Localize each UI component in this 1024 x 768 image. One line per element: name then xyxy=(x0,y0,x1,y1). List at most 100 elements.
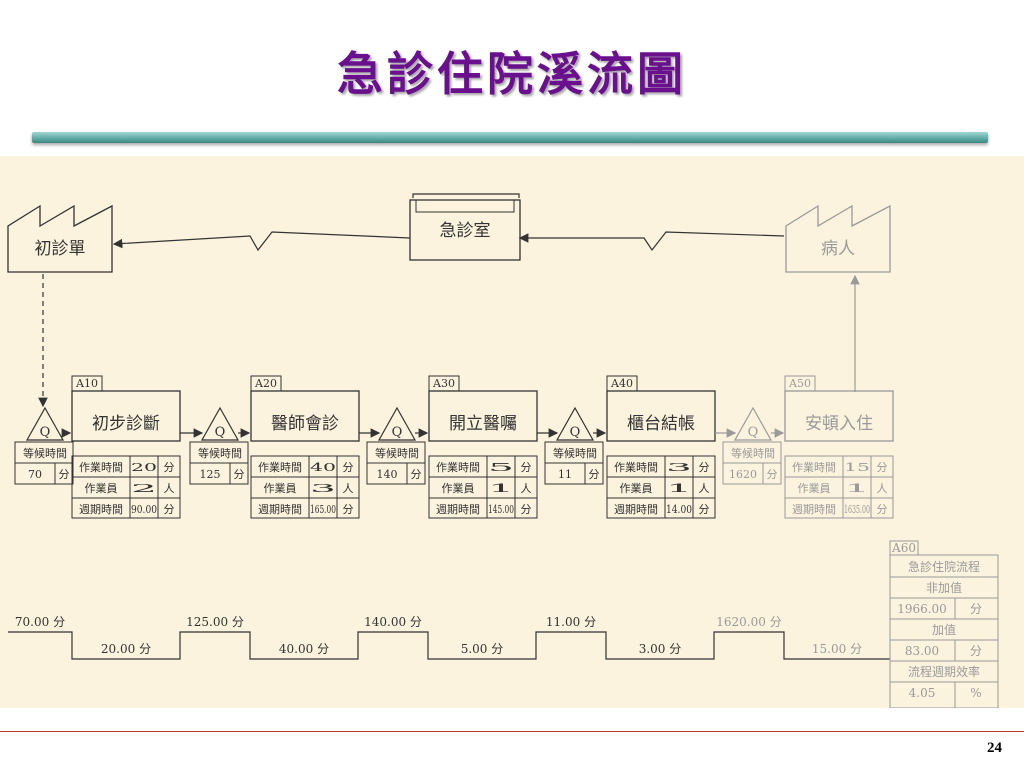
process-row-label: 作業員 xyxy=(442,482,475,495)
process-row-label: 作業員 xyxy=(620,482,653,495)
process-row-value: 90.00 xyxy=(131,503,157,516)
queue-triangle-icon xyxy=(555,406,595,441)
queue-symbol: Q xyxy=(570,425,581,440)
process-row-unit: 分 xyxy=(699,503,710,516)
queue-value: 140 xyxy=(377,468,398,481)
queue-triangle-icon xyxy=(200,406,240,441)
process-name: 開立醫囑 xyxy=(449,414,517,434)
title-underline xyxy=(32,132,988,143)
queue-5: Q 等候時間 1620 分 xyxy=(715,406,785,485)
process-row-label: 週期時間 xyxy=(79,503,123,516)
source-factory-left: 初診單 xyxy=(7,204,113,273)
footer-rule xyxy=(0,731,1024,732)
process-row-unit: 分 xyxy=(521,461,532,474)
control-center-label: 急診室 xyxy=(440,221,491,241)
process-row-value: 1 xyxy=(488,482,514,495)
process-row-unit: 分 xyxy=(343,503,354,516)
process-name: 櫃台結帳 xyxy=(627,414,695,434)
process-row-unit: 分 xyxy=(164,503,175,516)
wait-time-label: 11.00 分 xyxy=(546,615,596,629)
summary-efficiency: 4.05 xyxy=(909,686,936,700)
summary-text: A60 急診住院流程 非加值 1966.00 分 加值 83.00 分 流程週期… xyxy=(891,541,982,700)
process-row-label: 作業時間 xyxy=(614,461,658,474)
process-row-unit: 分 xyxy=(877,461,888,474)
process-time-label: 3.00 分 xyxy=(639,642,682,656)
info-flow-arrow-left xyxy=(112,231,411,252)
queue-label: 等候時間 xyxy=(375,446,419,460)
queue-triangle-icon xyxy=(25,406,65,441)
process-time-label: 20.00 分 xyxy=(101,642,151,656)
process-row-label: 作業員 xyxy=(798,482,831,495)
queue-value: 70 xyxy=(28,468,42,481)
page-title: 急診住院溪流圖 xyxy=(337,47,687,101)
summary-efficiency-unit: % xyxy=(970,686,981,700)
page-number: 24 xyxy=(987,740,1002,756)
process-row-label: 作業時間 xyxy=(792,461,836,474)
queue-value: 125 xyxy=(200,468,221,481)
process-row-unit: 分 xyxy=(877,503,888,516)
queue-unit: 分 xyxy=(767,468,778,481)
summary-id: A60 xyxy=(891,541,916,555)
queue-label: 等候時間 xyxy=(553,446,597,460)
process-time-label: 40.00 分 xyxy=(279,642,329,656)
summary-non-value-label: 非加值 xyxy=(926,580,962,595)
process-row-unit: 人 xyxy=(521,482,532,495)
wait-time-label: 1620.00 分 xyxy=(716,615,781,629)
process-row-value: 1 xyxy=(844,482,870,495)
queue-1: Q 等候時間 70 分 xyxy=(14,406,74,485)
queue-unit: 分 xyxy=(411,468,422,481)
queue-symbol: Q xyxy=(748,425,759,440)
process-row-value: 165.00 xyxy=(310,503,336,516)
process-row-value: 40 xyxy=(310,461,336,474)
process-row-value: 3 xyxy=(666,461,692,474)
queue-unit: 分 xyxy=(589,468,600,481)
wait-time-label: 70.00 分 xyxy=(15,615,65,629)
process-row-label: 作業員 xyxy=(85,482,118,495)
queue-label: 等候時間 xyxy=(731,446,775,460)
queue-unit: 分 xyxy=(59,468,70,481)
process-row-label: 作業時間 xyxy=(436,461,480,474)
process-row-value: 3 xyxy=(310,482,336,495)
process-row-label: 週期時間 xyxy=(436,503,480,516)
summary-box xyxy=(889,540,999,709)
process-name: 初步診斷 xyxy=(92,414,160,434)
process-row-label: 作業時間 xyxy=(258,461,302,474)
summary-non-value-unit: 分 xyxy=(970,602,982,616)
info-flow-arrow-right xyxy=(518,231,785,252)
process-time-label: 15.00 分 xyxy=(812,642,862,656)
control-center-box: 急診室 xyxy=(409,193,521,261)
process-row-unit: 分 xyxy=(343,461,354,474)
queue-symbol: Q xyxy=(40,425,51,440)
process-row-unit: 分 xyxy=(521,503,532,516)
process-row-unit: 人 xyxy=(699,482,710,495)
process-row-label: 週期時間 xyxy=(614,503,658,516)
process-row-unit: 人 xyxy=(877,482,888,495)
process-row-value: 1635.00 xyxy=(844,503,870,516)
process-row-unit: 分 xyxy=(164,461,175,474)
source-left-label: 初診單 xyxy=(35,239,86,259)
source-right-label: 病人 xyxy=(821,239,855,259)
queue-value: 1620 xyxy=(729,468,757,481)
process-row-label: 週期時間 xyxy=(792,503,836,516)
queue-label: 等候時間 xyxy=(23,446,67,460)
queue-triangle-icon xyxy=(377,406,417,441)
source-factory-right: 病人 xyxy=(785,204,891,273)
summary-value-unit: 分 xyxy=(970,644,982,658)
summary-title: 急診住院流程 xyxy=(908,559,980,574)
summary-efficiency-label: 流程週期效率 xyxy=(908,664,980,679)
ladder-line xyxy=(8,631,890,660)
process-row-unit: 人 xyxy=(164,482,175,495)
process-id: A30 xyxy=(432,377,455,390)
summary-value-label: 加值 xyxy=(932,622,956,637)
queue-symbol: Q xyxy=(215,425,226,440)
process-row-label: 作業時間 xyxy=(79,461,123,474)
